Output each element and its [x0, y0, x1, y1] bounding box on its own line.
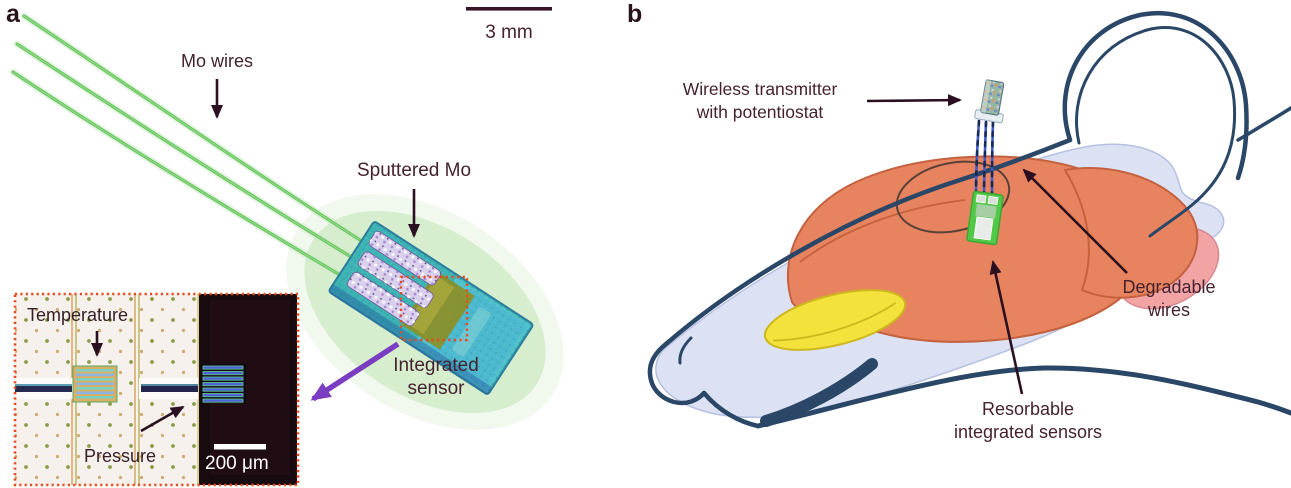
panel-a-artwork	[9, 7, 564, 487]
degradable-wires-arrow	[1022, 168, 1128, 274]
olfactory-bulb	[763, 289, 907, 351]
pressure-label: Pressure	[84, 446, 157, 466]
neck-line	[1236, 106, 1291, 142]
craniotomy-loop	[895, 160, 1011, 234]
microscopy-inset	[13, 292, 300, 487]
pressure-sensor	[201, 364, 246, 403]
rat-outline	[647, 11, 1291, 429]
wireless-transmitter-label: Wireless transmitter with potentiostat	[682, 79, 838, 122]
degradable-wires	[974, 119, 995, 200]
ear-outer-outline	[1062, 11, 1249, 181]
integrated-sensor-label: Integrated sensor	[393, 355, 479, 399]
inset-dotted-border	[13, 292, 300, 487]
scale-bar-200um-label: 200 μm	[205, 453, 269, 474]
resorbable-sensors-label: Resorbable integrated sensors	[953, 399, 1103, 442]
resorbable-sensor-patch	[966, 190, 1004, 246]
inset-pointer-purple-arrow	[310, 341, 400, 402]
nose-outline	[647, 341, 707, 406]
wireless-transmitter	[974, 79, 1005, 124]
wireless-transmitter-arrow	[866, 94, 962, 107]
panel-b-artwork	[647, 11, 1291, 429]
head-top-outline	[663, 137, 1073, 347]
panel-b-letter: b	[627, 0, 643, 28]
temperature-label: Temperature	[27, 305, 129, 325]
transmitter-board	[980, 79, 1005, 116]
pressure-sensor-lead	[139, 378, 198, 399]
sputtered-mo-pads	[346, 231, 442, 327]
panel-a-letter: a	[6, 0, 20, 28]
sputtered-mo-label: Sputtered Mo	[356, 160, 472, 181]
resorbable-sensors-arrow	[989, 260, 1024, 395]
scale-bar-3mm	[466, 7, 552, 11]
mouth-line	[760, 358, 878, 427]
mo-wires-label: Mo wires	[180, 51, 253, 71]
brain-cerebellum	[1063, 167, 1199, 299]
chin-line	[701, 390, 761, 429]
body-back-line	[755, 365, 1291, 429]
mo-wires	[9, 12, 392, 292]
nose-notch	[678, 336, 693, 365]
scale-bar-200um	[214, 444, 266, 450]
temperature-sensor	[15, 365, 118, 403]
brain-contour-line	[799, 199, 966, 263]
ear-inner-outline	[1075, 26, 1237, 238]
pressure-arrow	[140, 405, 185, 433]
integrated-sensor-device	[328, 221, 534, 395]
scale-bar-3mm-label: 3 mm	[485, 22, 533, 43]
degradable-wires-label: Degradable wires	[1122, 277, 1216, 320]
